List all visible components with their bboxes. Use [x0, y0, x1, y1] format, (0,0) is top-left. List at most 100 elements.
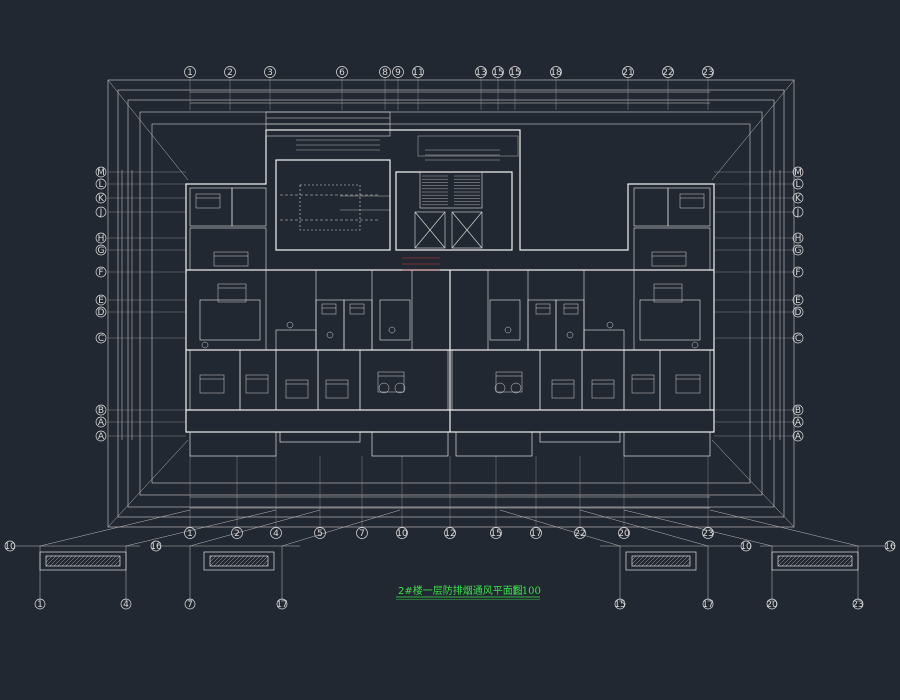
detail-axis-bubbles — [4, 540, 896, 610]
axis-label-right: F — [795, 268, 800, 278]
axis-bubble-bottom — [396, 527, 408, 539]
detail-axis-left-inner: 16 — [150, 542, 162, 552]
drawing-title-block: 2#楼一层防排烟通风平面图 1:100 — [396, 584, 541, 600]
detail-axis-b3: 17 — [276, 600, 287, 610]
axis-bubble-right — [792, 294, 804, 306]
axis-label-bottom: 2 — [234, 529, 240, 539]
mechanical-room — [265, 111, 391, 231]
axis-bubble-left — [95, 404, 107, 416]
axis-label-left: H — [98, 234, 105, 244]
axis-bubble-right — [792, 306, 804, 318]
leader-notes — [296, 135, 519, 211]
axis-bubble-right — [792, 178, 804, 190]
axis-bubble-bottom — [444, 527, 456, 539]
furniture-symbols — [195, 193, 705, 399]
axis-bubble-left — [95, 192, 107, 204]
axis-bubble-bottom — [314, 527, 326, 539]
axis-bubble-left — [95, 306, 107, 318]
axis-bubble-top — [492, 66, 504, 78]
axis-label-bottom: 10 — [396, 529, 408, 539]
axis-label-top: 15 — [492, 68, 503, 78]
axis-label-top: 23 — [702, 68, 713, 78]
drawing-scale: 1:100 — [512, 586, 541, 597]
axis-label-top: 9 — [395, 68, 401, 78]
axis-label-right: G — [795, 246, 802, 256]
axis-bubble-bottom — [231, 527, 243, 539]
axis-label-left: G — [98, 246, 105, 256]
axis-bubble-bottom — [270, 527, 282, 539]
axis-label-right: A — [795, 432, 802, 442]
axis-bubble-left — [95, 294, 107, 306]
axis-bubble-left — [95, 178, 107, 190]
axis-bubble-left — [95, 266, 107, 278]
detail-axis-b2: 7 — [187, 600, 193, 610]
axis-label-left: C — [98, 334, 104, 344]
axis-bubble-right — [792, 416, 804, 428]
axis-bubble-top — [336, 66, 348, 78]
axis-bubble-bottom — [702, 527, 714, 539]
axis-bubble-right — [792, 430, 804, 442]
side-dimension-lines — [121, 170, 781, 440]
axis-bubble-right — [792, 266, 804, 278]
axis-label-right: D — [795, 308, 802, 318]
axis-label-left: A — [98, 432, 105, 442]
axis-label-left: D — [98, 308, 105, 318]
axis-label-right: M — [794, 168, 802, 178]
axis-bubble-top — [264, 66, 276, 78]
axis-label-left: J — [99, 208, 103, 218]
detail-axis-b6: 20 — [766, 600, 778, 610]
axis-label-left: F — [98, 268, 103, 278]
axis-label-top: 3 — [267, 68, 273, 78]
room-partitions — [189, 187, 711, 411]
axis-label-bottom: 1 — [187, 529, 193, 539]
axis-bubble-right — [792, 232, 804, 244]
horizontal-grid-lines — [108, 171, 794, 437]
axis-bubble-top — [550, 66, 562, 78]
axis-label-left: L — [98, 180, 103, 190]
axis-bubble-right — [792, 192, 804, 204]
axis-label-bottom: 7 — [359, 529, 365, 539]
axis-bubble-right — [792, 244, 804, 256]
axis-bubble-bottom — [356, 527, 368, 539]
axis-label-top: 13 — [475, 68, 486, 78]
axis-bubble-left — [95, 430, 107, 442]
axis-bubbles-bottom: 1245710121517222023 — [184, 527, 714, 539]
axis-label-top: 6 — [339, 68, 345, 78]
axis-label-bottom: 4 — [273, 529, 279, 539]
balconies — [189, 431, 711, 457]
axis-bubble-top — [184, 66, 196, 78]
axis-label-bottom: 15 — [490, 529, 501, 539]
axis-bubble-right — [792, 404, 804, 416]
detail-axis-left-outer: 10 — [4, 542, 16, 552]
axis-bubble-top — [392, 66, 404, 78]
axis-label-right: C — [795, 334, 801, 344]
detail-axis-b0: 1 — [37, 600, 43, 610]
top-dimension-lines — [190, 91, 710, 509]
axis-bubble-right — [792, 206, 804, 218]
detail-axis-right-inner: 10 — [740, 542, 752, 552]
axis-bubble-top — [224, 66, 236, 78]
axis-label-left: K — [98, 194, 105, 204]
detail-boxes — [39, 551, 859, 571]
axis-bubble-bottom — [618, 527, 630, 539]
axis-label-bottom: 17 — [530, 529, 541, 539]
axis-label-left: E — [98, 296, 104, 306]
outer-frame — [107, 79, 795, 528]
axis-label-bottom: 20 — [618, 529, 630, 539]
axis-bubble-top — [379, 66, 391, 78]
axis-label-top: 21 — [622, 68, 633, 78]
building-walls — [185, 129, 715, 433]
detail-axis-b1: 4 — [123, 600, 129, 610]
axis-bubble-left — [95, 416, 107, 428]
axis-label-bottom: 5 — [317, 529, 323, 539]
frame-diagonals — [107, 79, 795, 528]
axis-label-top: 2 — [227, 68, 233, 78]
axis-label-right: K — [795, 194, 802, 204]
axis-bubble-left — [95, 206, 107, 218]
axis-label-bottom: 23 — [702, 529, 713, 539]
axis-bubble-left — [95, 332, 107, 344]
